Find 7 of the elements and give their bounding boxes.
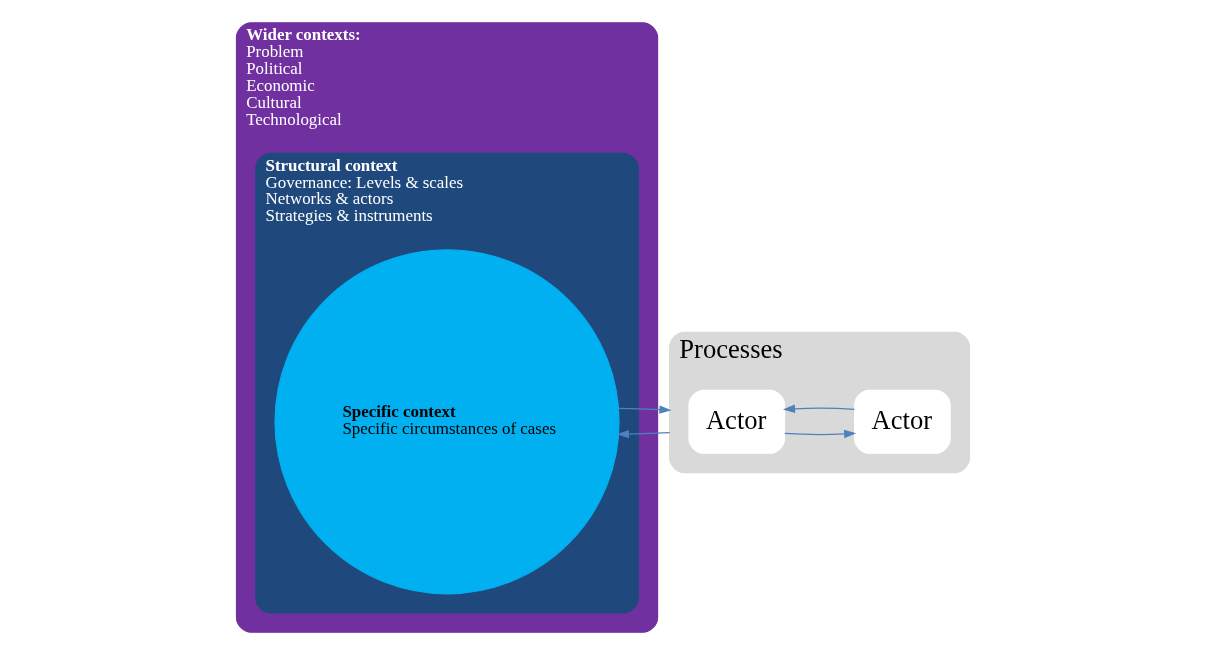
arrow xyxy=(784,429,857,439)
node-box: Actor xyxy=(688,389,786,454)
arrow xyxy=(782,404,855,413)
node-circle: Specific context Specific circumstances of cases xyxy=(274,249,620,595)
arrow xyxy=(616,429,671,439)
node-box: Actor xyxy=(854,389,951,454)
arrow xyxy=(618,405,672,414)
